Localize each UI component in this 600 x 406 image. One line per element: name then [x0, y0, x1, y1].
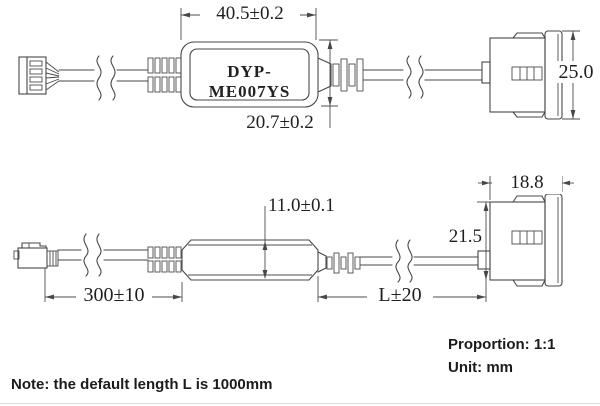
strain-relief-right — [317, 57, 364, 93]
cable-break-icon — [395, 239, 401, 283]
unit-note: Unit: mm — [448, 359, 513, 376]
length-note: Note: the default length L is 1000mm — [11, 376, 273, 393]
connector-side-icon — [13, 242, 59, 269]
dim-module-width — [319, 39, 338, 128]
cable-right — [362, 55, 483, 99]
cable-break-icon — [407, 239, 413, 283]
dim-sensor-body-height — [477, 201, 492, 302]
dim-module-thickness — [262, 206, 268, 279]
module-label: DYP-ME007YS — [208, 62, 291, 101]
bottom-divider — [0, 403, 600, 404]
cable-break-icon — [83, 233, 89, 277]
dim-label-cable-connector: 300±10 — [76, 284, 152, 306]
cable-break-icon — [406, 55, 412, 99]
strain-relief-left-side — [147, 246, 182, 273]
cable-break-icon — [110, 55, 116, 101]
cable-left-side — [57, 233, 149, 277]
connector-4pin-icon — [18, 56, 60, 95]
cable-break-icon — [418, 55, 424, 99]
dim-label-sensor-diameter: 25.0 — [550, 61, 600, 83]
cable-break-icon — [96, 233, 102, 277]
dim-label-module-width: 20.7±0.2 — [246, 112, 314, 133]
top-view — [18, 8, 580, 128]
dim-label-cable-sensor: L±20 — [367, 284, 433, 306]
proportion-note: Proportion: 1:1 — [448, 336, 556, 353]
module-body-side — [181, 239, 319, 281]
dim-label-sensor-body-height: 21.5 — [448, 226, 482, 247]
sensor-grille-icon — [511, 230, 543, 245]
sensor-grille-icon — [511, 66, 543, 81]
side-view — [13, 176, 574, 302]
dim-label-module-length: 40.5±0.2 — [200, 3, 300, 25]
strain-relief-right-side — [317, 251, 361, 274]
module-body-top — [180, 41, 319, 108]
cable-break-icon — [96, 55, 102, 101]
strain-relief-left — [147, 57, 182, 93]
dim-label-sensor-depth: 18.8 — [492, 172, 562, 194]
cable-left — [58, 55, 149, 101]
dim-label-module-thickness: 11.0±0.1 — [268, 195, 335, 216]
sensor-head-side — [477, 193, 563, 287]
cable-right-side — [359, 239, 479, 283]
